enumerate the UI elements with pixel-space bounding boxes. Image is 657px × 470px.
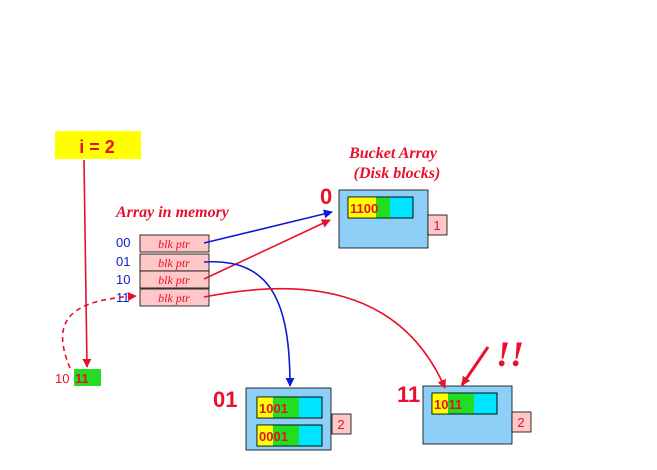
record-key: 1001 [259, 401, 288, 416]
global-depth-box: i = 2 [55, 131, 141, 159]
bucket-label: 11 [397, 382, 420, 407]
local-depth: 2 [337, 417, 344, 432]
arrows [61, 159, 490, 389]
bucket-0: 0 1100 1 [320, 184, 448, 249]
local-depth: 1 [433, 218, 440, 233]
ptr-00-arrow [203, 209, 333, 244]
blk-ptr-cell: blk ptr [158, 237, 190, 251]
bucket-array-title: Bucket Array [348, 145, 438, 162]
bucket-label: 0 [320, 184, 332, 209]
memory-array: 00 blk ptr 01 blk ptr 10 blk ptr 11 blk … [116, 234, 210, 307]
bucket-array-subtitle: (Disk blocks) [354, 165, 441, 182]
row-index: 10 [116, 272, 130, 287]
search-key-suffix: 11 [75, 371, 89, 386]
blk-ptr-cell: blk ptr [158, 256, 190, 270]
ptr-10-arrow [203, 219, 331, 280]
ptr-11-arrow [203, 287, 446, 389]
search-key: 10 11 [55, 369, 101, 386]
emphasis-arrow [460, 346, 490, 386]
exclaim-annotation: !! [496, 334, 524, 374]
key-lookup-dashed-arrow [61, 292, 137, 369]
row-index: 00 [116, 235, 130, 250]
bucket-01: 01 1001 0001 2 [213, 387, 352, 451]
record: 1001 [256, 396, 323, 419]
ptr-01-arrow [203, 261, 295, 387]
memory-row: 11 blk ptr [116, 288, 210, 307]
bucket-11: 11 1011 2 [397, 382, 532, 445]
bucket-label: 01 [213, 387, 237, 412]
record-key: 0001 [259, 429, 288, 444]
row-index: 01 [116, 254, 130, 269]
memory-row: 10 blk ptr [116, 270, 210, 289]
record: 1100 [347, 196, 414, 219]
local-depth: 2 [517, 415, 524, 430]
depth-to-key-arrow [82, 159, 92, 368]
global-depth-label: i = 2 [79, 137, 115, 157]
record-key: 1100 [350, 201, 378, 216]
memory-row: 00 blk ptr [116, 234, 210, 253]
memory-array-title: Array in memory [115, 204, 230, 221]
record: 1011 [431, 392, 498, 415]
search-key-prefix: 10 [55, 371, 69, 386]
blk-ptr-cell: blk ptr [158, 291, 190, 305]
memory-row: 01 blk ptr [116, 253, 210, 272]
record-key: 1011 [434, 397, 462, 412]
record: 0001 [256, 424, 323, 447]
blk-ptr-cell: blk ptr [158, 273, 190, 287]
